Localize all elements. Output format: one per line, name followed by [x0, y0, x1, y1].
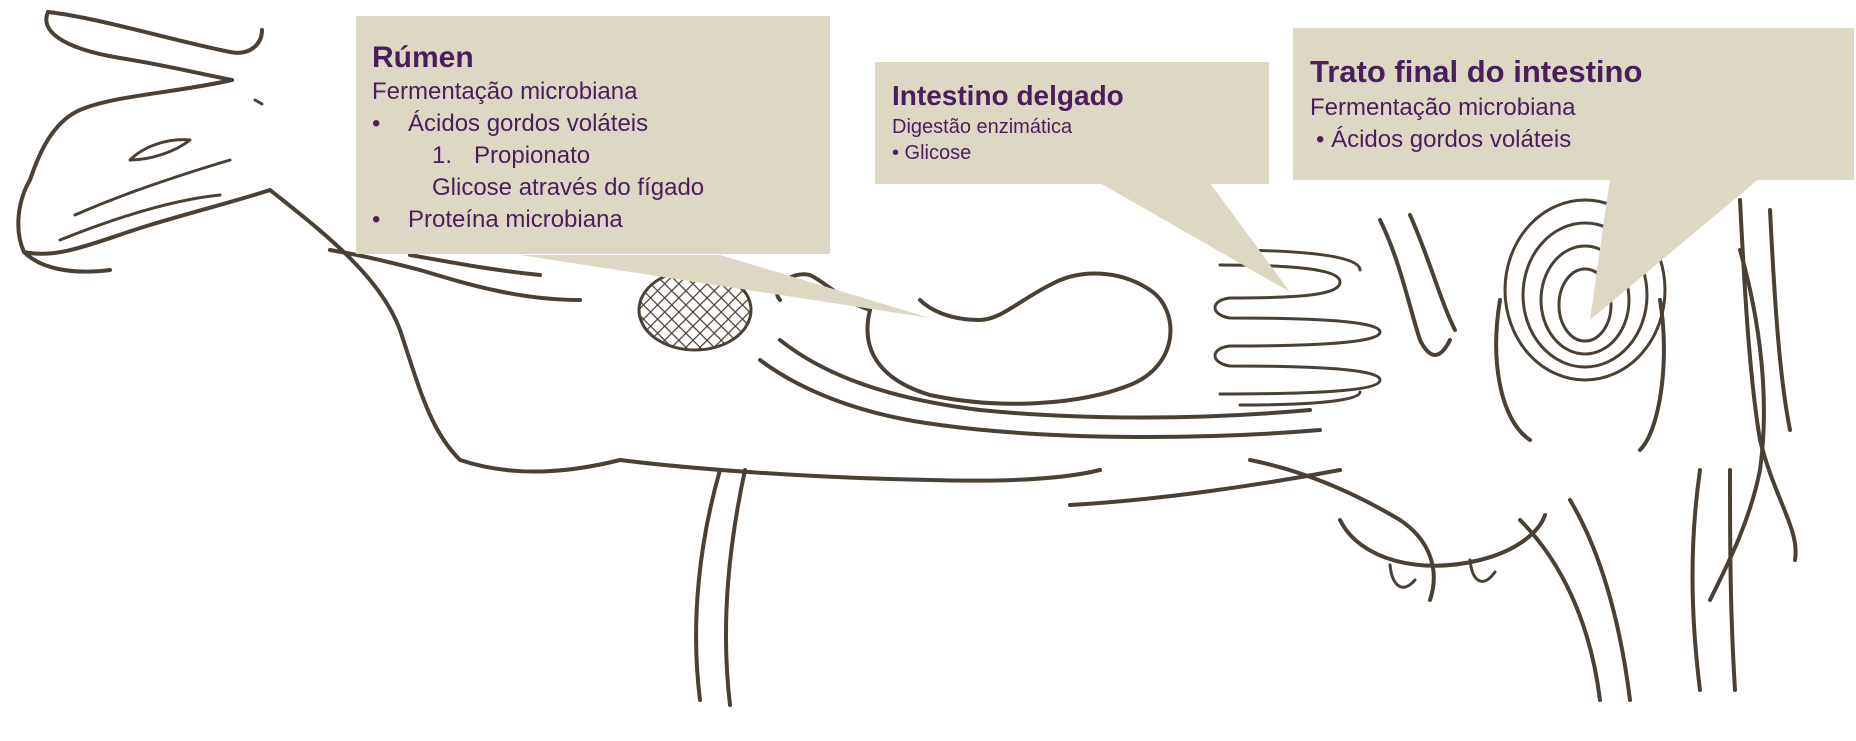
rumen-bullet-1-text: Ácidos gordos voláteis	[408, 110, 648, 137]
rumen-bullet-1: •Ácidos gordos voláteis	[372, 108, 704, 140]
small-intestine-callout: Intestino delgado Digestão enzimática • …	[892, 78, 1124, 166]
rumen-subtitle: Fermentação microbiana	[372, 76, 704, 108]
small-intestine-callout-pointer	[1100, 183, 1290, 292]
hindgut-callout-pointer	[1590, 178, 1760, 320]
small-intestine-subtitle: Digestão enzimática	[892, 114, 1124, 140]
rumen-bullet-2: •Proteína microbiana	[372, 204, 704, 236]
small-intestine-bullet-1: • Glicose	[892, 140, 1124, 166]
rumen-sub-item-text: Propionato	[474, 142, 590, 169]
small-intestine-title: Intestino delgado	[892, 78, 1124, 114]
rumen-title: Rúmen	[372, 40, 704, 76]
bullet-dot: •	[372, 204, 408, 236]
bullet-dot: •	[372, 108, 408, 140]
rumen-bullet-2-text: Proteína microbiana	[408, 206, 623, 233]
rumen-callout: Rúmen Fermentação microbiana •Ácidos gor…	[372, 40, 704, 236]
hindgut-callout: Trato final do intestino Fermentação mic…	[1310, 52, 1642, 156]
rumen-sub-item: 1.Propionato	[372, 140, 704, 172]
hindgut-title: Trato final do intestino	[1310, 52, 1642, 92]
cow-head-outline	[18, 12, 270, 272]
udder	[1340, 515, 1545, 587]
hindgut-subtitle: Fermentação microbiana	[1310, 92, 1642, 124]
cow-legs	[696, 470, 1735, 705]
tail	[1740, 200, 1796, 560]
hindgut-bullet-1: • Ácidos gordos voláteis	[1310, 124, 1642, 156]
rumen-sub-note: Glicose através do fígado	[372, 172, 704, 204]
sub-item-number: 1.	[432, 140, 474, 172]
